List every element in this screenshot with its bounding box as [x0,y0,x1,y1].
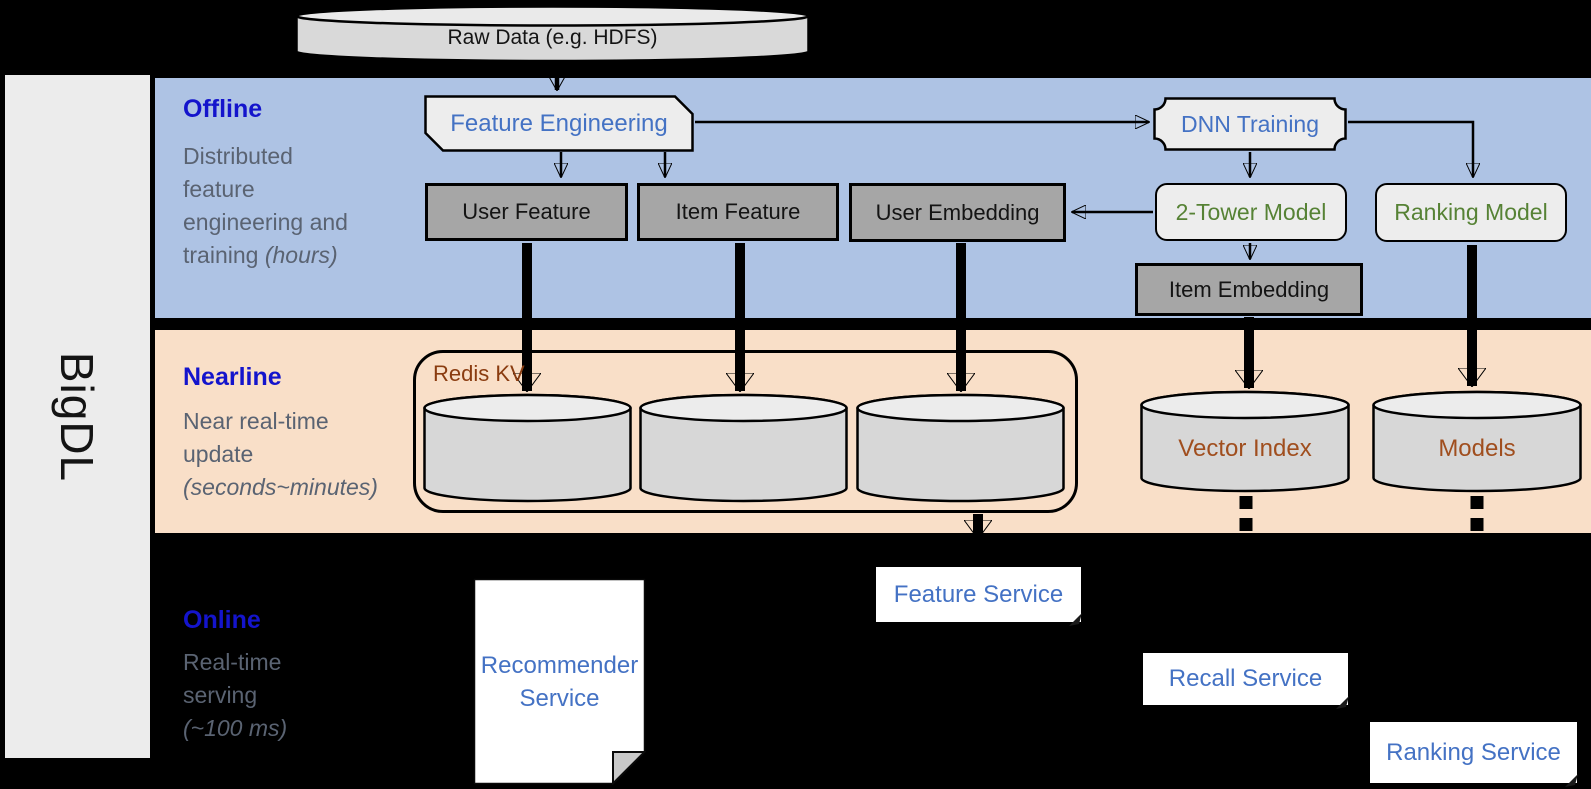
page-fold-icon [1069,613,1082,626]
models-label: Models [1438,435,1516,462]
cylinder-shape [639,393,848,503]
offline-title: Offline [183,95,263,123]
ranking-model-node: Ranking Model [1375,183,1567,242]
online-title: Online [183,606,261,634]
dnn-training-label: DNN Training [1180,110,1320,137]
redis-cylinder-1 [423,393,632,503]
ranking-service-node: Ranking Service [1370,722,1578,787]
feature-engineering-label: Feature Engineering [450,109,668,137]
cylinder-shape [1140,390,1350,493]
user-embedding-label: User Embedding [875,199,1040,225]
plaque-shape [1153,97,1347,151]
cylinder-shape [1372,390,1582,493]
page-fold-icon [1336,696,1349,709]
redis-cylinder-3 [856,393,1065,503]
ranking-service-label: Ranking Service [1386,738,1561,766]
online-description: Real-time serving (~100 ms) [183,649,288,741]
redis-cylinder-2 [639,393,848,503]
redis-kv-label: Redis KV [433,361,525,386]
redis-kv-container: Redis KV [413,350,1078,513]
feature-service-label: Feature Service [893,580,1064,608]
user-embedding-node: User Embedding [849,183,1066,242]
item-embedding-label: Item Embedding [1168,276,1330,302]
offline-description: Distributed feature engineering and trai… [183,143,348,268]
cylinder-shape [856,393,1065,503]
models-store: Models [1372,390,1582,494]
nearline-title: Nearline [183,363,282,391]
recall-service-label: Recall Service [1168,665,1323,692]
item-feature-label: Item Feature [675,199,801,224]
cylinder-shape [295,5,810,63]
two-tower-model-label: 2-Tower Model [1175,198,1327,225]
page-fold-icon [1565,774,1578,787]
vector-index-store: Vector Index [1140,390,1350,494]
item-feature-node: Item Feature [637,183,839,241]
ranking-model-label: Ranking Model [1394,199,1548,225]
item-embedding-node: Item Embedding [1135,263,1363,316]
cylinder-shape [423,393,632,503]
raw-data-store: Raw Data (e.g. HDFS) [295,5,810,63]
user-feature-label: User Feature [462,199,591,224]
arrow-dnn-to-ranking-model [1348,120,1473,177]
nearline-description: Near real-time update (seconds~minutes) [183,408,378,500]
bigdl-sidebar: BigDL [5,75,150,758]
vector-index-label: Vector Index [1178,435,1312,462]
raw-data-label: Raw Data (e.g. HDFS) [447,26,658,49]
recall-service-node: Recall Service [1143,653,1349,709]
two-tower-model-node: 2-Tower Model [1155,183,1347,241]
snip-rect-shape [424,95,694,152]
feature-service-node: Feature Service [876,567,1082,626]
feature-engineering-node: Feature Engineering [424,95,694,152]
user-feature-node: User Feature [425,183,628,241]
document-shape [473,578,646,785]
dnn-training-node: DNN Training [1153,97,1347,151]
